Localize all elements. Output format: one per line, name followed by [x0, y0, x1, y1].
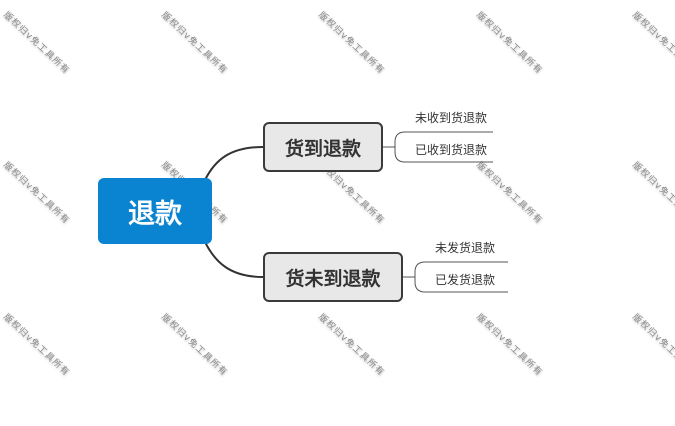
- branch-node-goods-not-arrived[interactable]: 货未到退款: [263, 252, 403, 302]
- leaf-node[interactable]: 已收到货退款: [415, 143, 488, 157]
- leaf-node[interactable]: 未收到货退款: [415, 111, 488, 125]
- root-node[interactable]: 退款: [98, 178, 212, 244]
- leaf-node[interactable]: 未发货退款: [435, 241, 496, 255]
- leaf-node[interactable]: 已发货退款: [435, 273, 496, 287]
- branch-node-goods-arrived[interactable]: 货到退款: [263, 122, 383, 172]
